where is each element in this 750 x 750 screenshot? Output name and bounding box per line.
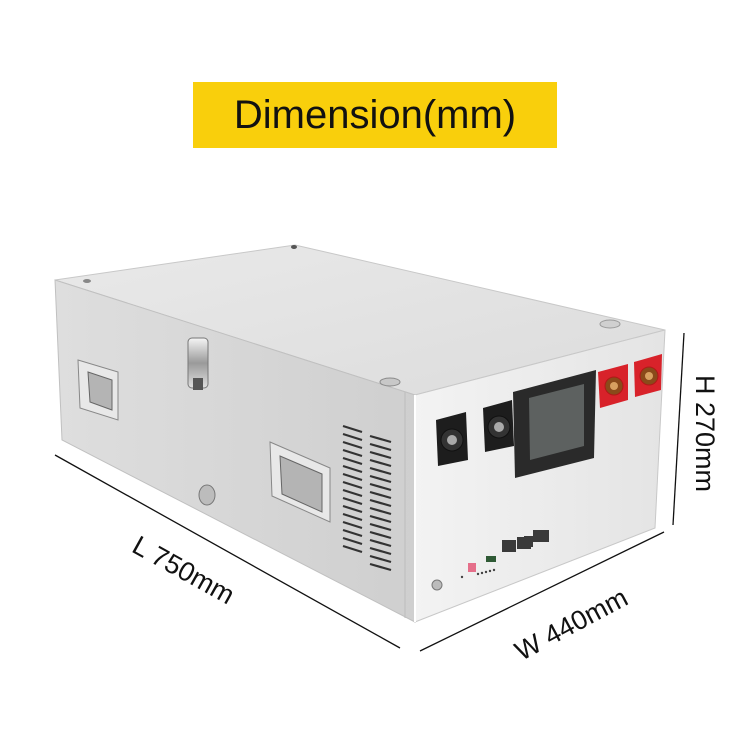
height-dimension-line (672, 332, 685, 526)
top-mount-holes (83, 245, 621, 387)
status-leds-icon (460, 568, 496, 579)
connector-black-1-icon (436, 412, 468, 466)
ground-stud-icon (431, 579, 443, 591)
terminal-red-1-icon (598, 364, 628, 408)
width-dimension-line (419, 531, 665, 652)
vent-grille-icon (342, 424, 392, 572)
height-label: H 270mm (690, 375, 720, 493)
terminal-red-2-icon (634, 354, 662, 397)
latch-icon (187, 337, 216, 506)
dip-switch-icon (486, 556, 496, 562)
lcd-display-icon (513, 370, 596, 478)
length-dimension-line (54, 454, 401, 649)
rj45-ports-icon (502, 530, 549, 552)
side-handle-right-icon (269, 441, 331, 523)
title-text: Dimension(mm) (233, 92, 517, 137)
side-handle-left-icon (77, 359, 119, 421)
power-switch-icon (468, 563, 476, 572)
connector-black-2-icon (483, 400, 514, 452)
title-banner: Dimension(mm) (193, 82, 557, 148)
